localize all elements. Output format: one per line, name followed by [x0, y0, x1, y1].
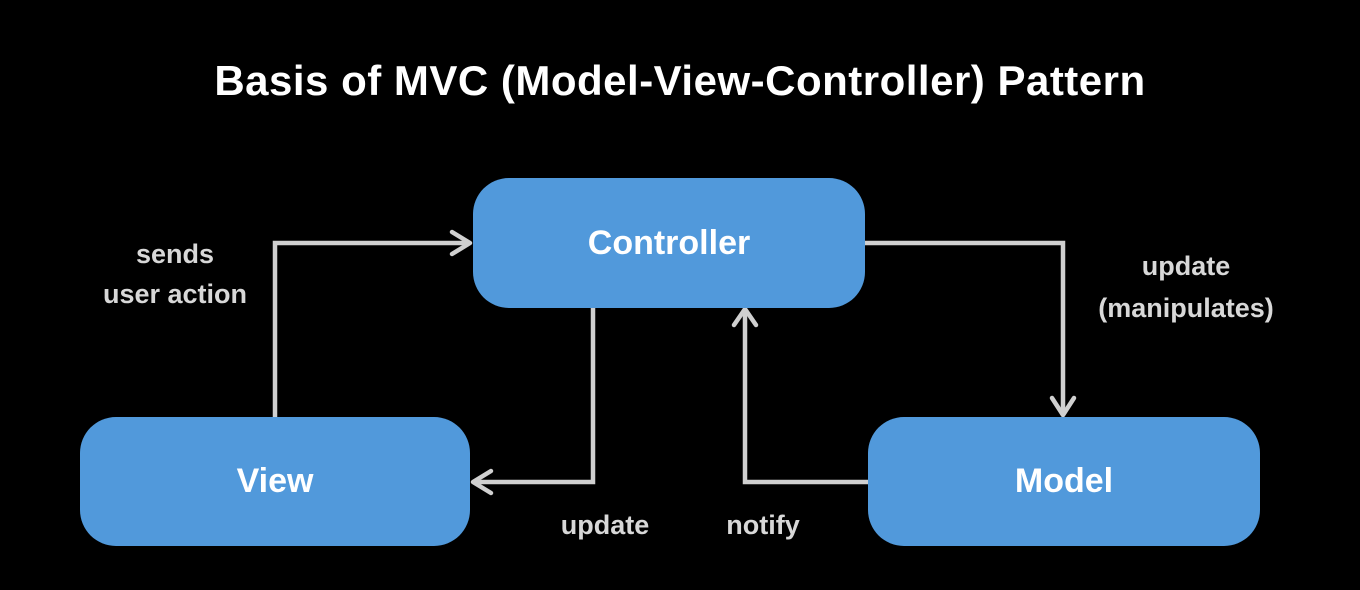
edge-label-line: sends [135, 239, 215, 269]
node-view: View [80, 417, 470, 546]
edge-label-line: user action [102, 279, 248, 309]
edge-label-update: update [505, 505, 705, 545]
edge-label-line: update [560, 510, 650, 540]
edge-label-sends-user-action: sends user action [45, 234, 305, 314]
node-model: Model [868, 417, 1260, 546]
arrow-view-to-controller [272, 229, 473, 417]
arrow-controller-to-view [470, 308, 596, 496]
edge-label-notify: notify [663, 505, 863, 545]
node-controller: Controller [473, 178, 865, 308]
edge-label-line: notify [726, 510, 800, 540]
edge-label-line: update [1141, 251, 1231, 281]
diagram-title: Basis of MVC (Model-View-Controller) Pat… [214, 57, 1146, 104]
edge-label-line: (manipulates) [1098, 293, 1274, 323]
node-model-label: Model [1014, 462, 1114, 500]
arrow-model-to-controller [731, 306, 868, 485]
edge-label-update-manipulates: update (manipulates) [1026, 245, 1346, 329]
node-view-label: View [236, 462, 314, 500]
arrow-controller-to-model [865, 240, 1077, 418]
node-controller-label: Controller [587, 223, 751, 262]
